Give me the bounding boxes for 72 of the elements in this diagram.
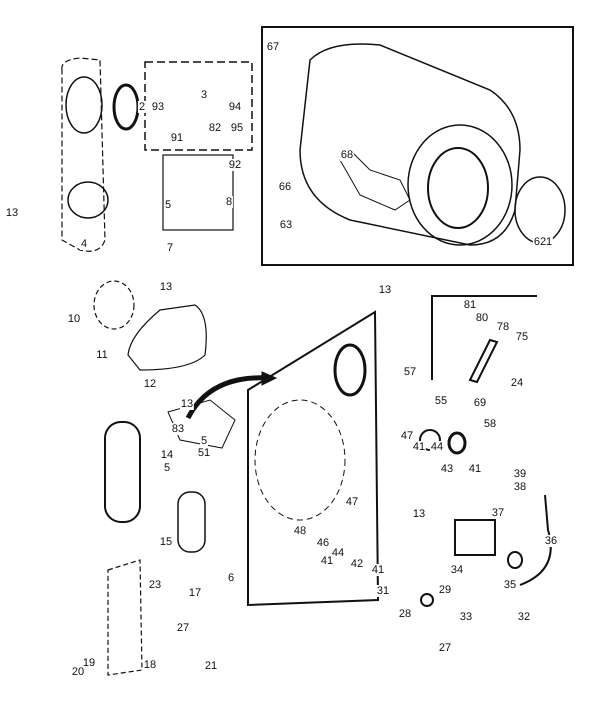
callout-number: 69 <box>472 397 488 409</box>
callout-number: 41 <box>468 463 482 475</box>
callout-number: 47 <box>400 430 414 442</box>
callout-number: 18 <box>142 659 158 671</box>
callout-number: 43 <box>440 463 454 475</box>
callout-number: 51 <box>196 447 212 459</box>
callout-number: 41 <box>412 441 426 453</box>
callout-number: 37 <box>490 507 506 519</box>
callout-number: 12 <box>142 378 158 390</box>
callout-number: 92 <box>228 159 242 171</box>
callout-number: 41 <box>320 555 334 567</box>
callout-number: 82 <box>208 122 222 134</box>
callout-number: 11 <box>95 349 109 361</box>
callout-number: 13 <box>4 207 20 219</box>
callout-number: 68 <box>340 149 354 161</box>
callout-number: 15 <box>158 536 174 548</box>
callout-number: 57 <box>402 366 418 378</box>
callout-number: 20 <box>70 666 86 678</box>
callout-number: 10 <box>66 313 82 325</box>
callout-number: 75 <box>514 331 530 343</box>
callout-number: 3 <box>200 89 208 101</box>
callout-number: 14 <box>160 449 174 461</box>
callout-number: 94 <box>228 101 242 113</box>
callout-number: 621 <box>532 236 554 248</box>
callout-number: 13 <box>412 508 426 520</box>
callout-number: 67 <box>266 41 280 53</box>
callout-number: 5 <box>200 435 208 447</box>
callout-number: 17 <box>188 587 202 599</box>
callout-number: 42 <box>350 558 364 570</box>
callout-number: 4 <box>80 238 88 250</box>
callout-number: 83 <box>170 423 186 435</box>
callout-number: 5 <box>162 462 172 474</box>
callout-number: 2 <box>138 101 146 113</box>
callout-number: 66 <box>278 181 292 193</box>
callout-number: 5 <box>164 199 172 211</box>
callout-number: 91 <box>170 132 184 144</box>
callout-number: 36 <box>544 535 558 547</box>
callout-number: 81 <box>462 299 478 311</box>
callout-number: 39 <box>512 468 528 480</box>
callout-number: 7 <box>166 242 174 254</box>
callout-number: 13 <box>180 398 194 410</box>
callout-number: 95 <box>230 122 244 134</box>
callout-number: 34 <box>450 564 464 576</box>
callout-number: 13 <box>378 284 392 296</box>
callout-number: 58 <box>482 418 498 430</box>
callout-number: 47 <box>344 496 360 508</box>
callout-number: 93 <box>150 101 166 113</box>
callout-number: 80 <box>474 312 490 324</box>
callout-number: 24 <box>510 377 524 389</box>
callout-number: 29 <box>438 584 452 596</box>
callout-number: 8 <box>224 196 234 208</box>
callout-number: 63 <box>278 219 294 231</box>
callout-number: 23 <box>148 579 162 591</box>
callout-number: 13 <box>158 281 174 293</box>
callout-number: 41 <box>370 564 386 576</box>
callout-number: 38 <box>512 481 528 493</box>
callout-number: 46 <box>316 537 330 549</box>
callout-number: 44 <box>430 441 444 453</box>
callout-number: 35 <box>502 579 518 591</box>
callout-number: 32 <box>516 611 532 623</box>
callout-number: 28 <box>398 608 412 620</box>
callout-number: 6 <box>226 572 236 584</box>
callout-number: 27 <box>438 642 452 654</box>
callout-number: 21 <box>204 660 218 672</box>
callout-number: 33 <box>458 611 474 623</box>
callout-number: 78 <box>496 321 510 333</box>
callout-number: 44 <box>330 547 346 559</box>
callout-number: 31 <box>376 585 390 597</box>
callout-number: 27 <box>176 622 190 634</box>
callout-number: 19 <box>82 657 96 669</box>
callout-number: 48 <box>292 525 308 537</box>
callout-number: 55 <box>434 395 448 407</box>
